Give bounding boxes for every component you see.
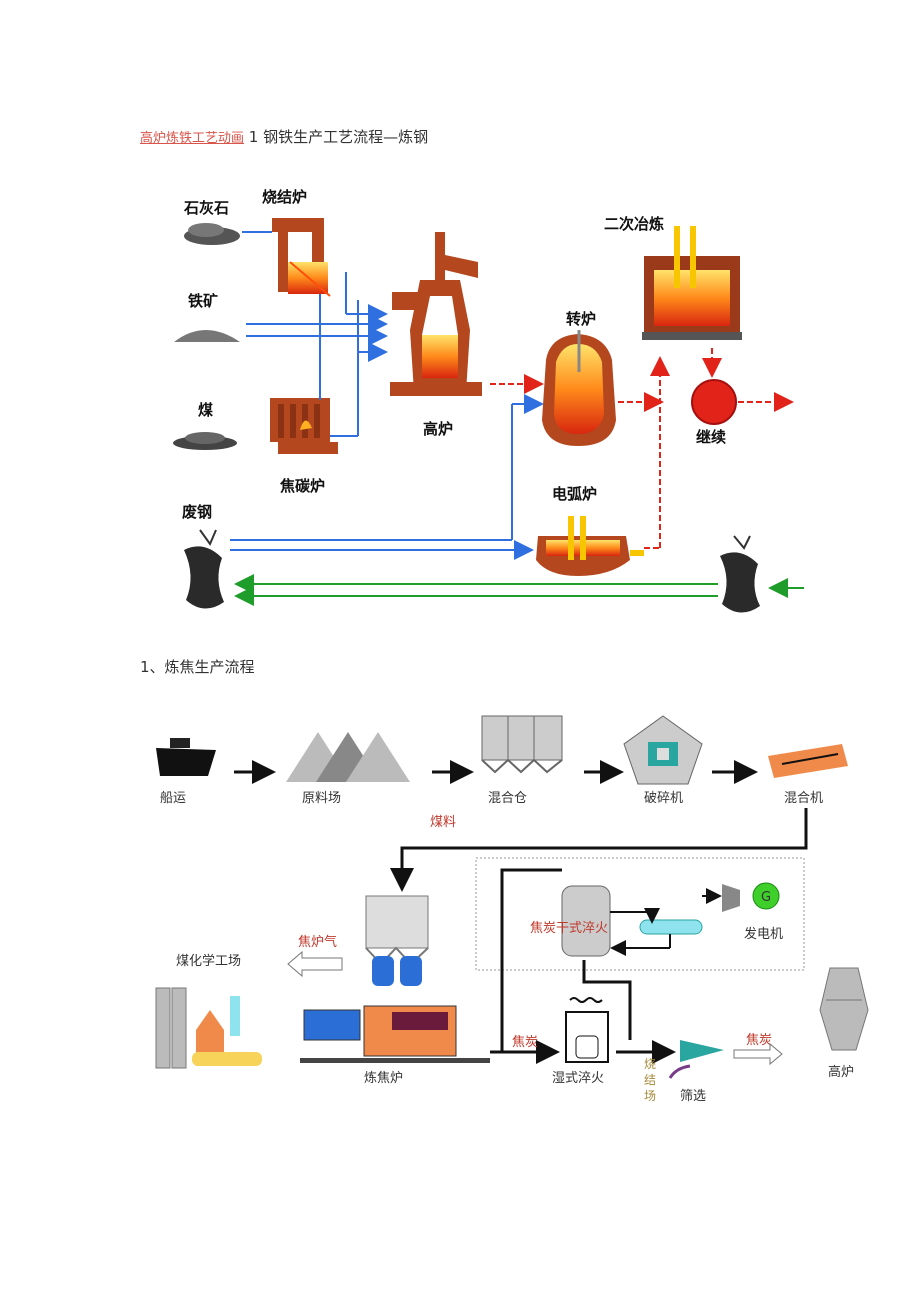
electric-arc-furnace-label: 电弧炉 <box>552 485 597 503</box>
dry-quenching-area <box>475 857 805 971</box>
svg-text:结: 结 <box>644 1073 656 1087</box>
coke-label-2: 焦炭 <box>746 1033 772 1048</box>
scrap-steel-label: 废钢 <box>182 503 212 521</box>
scrap-steel-right-icon <box>720 535 760 613</box>
dry-quenching-label: 焦炭干式淬火 <box>530 921 608 936</box>
iron-ore-pile-icon <box>174 330 240 342</box>
blast-furnace-small-label: 高炉 <box>828 1064 854 1080</box>
sinter-furnace-icon <box>272 218 331 297</box>
wet-quenching-label: 湿式淬火 <box>552 1071 604 1086</box>
converter-icon <box>542 330 616 446</box>
sinter-plant-label: 烧 结 场 <box>644 1057 656 1103</box>
raw-yard-label: 原料场 <box>302 791 341 806</box>
mixer-label: 混合机 <box>784 791 823 806</box>
screening-label: 筛选 <box>680 1089 706 1104</box>
svg-text:烧: 烧 <box>644 1057 656 1071</box>
coke-flow-lines <box>490 868 676 1064</box>
coke-oven-icon <box>270 398 338 454</box>
blast-furnace-label: 高炉 <box>423 420 453 438</box>
wet-quenching-icon <box>565 997 609 1063</box>
heading-title: 1 钢铁生产工艺流程—炼钢 <box>248 128 429 146</box>
limestone-pile-icon <box>184 223 240 245</box>
blast-furnace-icon <box>390 232 482 396</box>
limestone-label: 石灰石 <box>183 199 229 217</box>
coke-oven-gas-label: 焦炉气 <box>298 934 337 950</box>
coal-pile-icon <box>173 432 237 450</box>
coke-oven-label: 焦碳炉 <box>279 477 325 495</box>
raw-material-flows <box>242 231 388 437</box>
page-heading: 高炉炼铁工艺动画 1 钢铁生产工艺流程—炼钢 <box>140 126 428 147</box>
secondary-refining-label: 二次冶炼 <box>604 215 664 233</box>
scrap-steel-flows <box>230 404 804 606</box>
mixing-bin-icon <box>481 715 563 774</box>
converter-label: 转炉 <box>566 310 596 328</box>
molten-steel-flows <box>618 348 794 549</box>
iron-ore-label: 铁矿 <box>188 292 218 310</box>
crusher-label: 破碎机 <box>644 791 683 806</box>
coking-oven-icon <box>300 895 490 1063</box>
continuous-casting-label: 继续 <box>696 428 726 446</box>
mixing-bin-label: 混合仓 <box>488 791 527 806</box>
coal-feed-line <box>390 808 808 892</box>
secondary-refining-icon <box>642 226 742 340</box>
coal-label: 煤 <box>198 401 213 419</box>
coking-oven-label: 炼焦炉 <box>364 1071 403 1086</box>
electric-arc-furnace-icon <box>536 516 644 576</box>
svg-text:场: 场 <box>644 1089 656 1103</box>
coke-to-blast-furnace-arrow <box>733 1042 783 1066</box>
blast-furnace-small-icon <box>819 967 869 1051</box>
sinter-furnace-label: 烧结炉 <box>262 188 307 206</box>
gas-output-arrow <box>287 950 343 978</box>
blast-furnace-animation-link[interactable]: 高炉炼铁工艺动画 <box>140 131 245 146</box>
coke-label-1: 焦炭 <box>512 1035 538 1050</box>
scrap-steel-icon <box>184 529 224 609</box>
coal-chemical-plant-label: 煤化学工场 <box>176 953 241 969</box>
ship-icon <box>156 738 216 776</box>
generator-icon-letter: G <box>761 890 771 905</box>
raw-yard-icon <box>286 732 410 782</box>
generator-label: 发电机 <box>744 926 783 942</box>
generator-icon <box>722 882 780 912</box>
dry-quenching-flows <box>610 888 722 956</box>
coking-section-title: 1、炼焦生产流程 <box>140 658 255 676</box>
screening-icon <box>668 1040 724 1079</box>
shipping-label: 船运 <box>160 791 186 806</box>
crusher-icon <box>623 715 703 785</box>
mixer-icon <box>768 744 848 778</box>
coal-chemical-plant-icon <box>155 987 262 1069</box>
continuous-casting-icon <box>691 379 737 425</box>
coal-material-label: 煤料 <box>430 815 456 830</box>
